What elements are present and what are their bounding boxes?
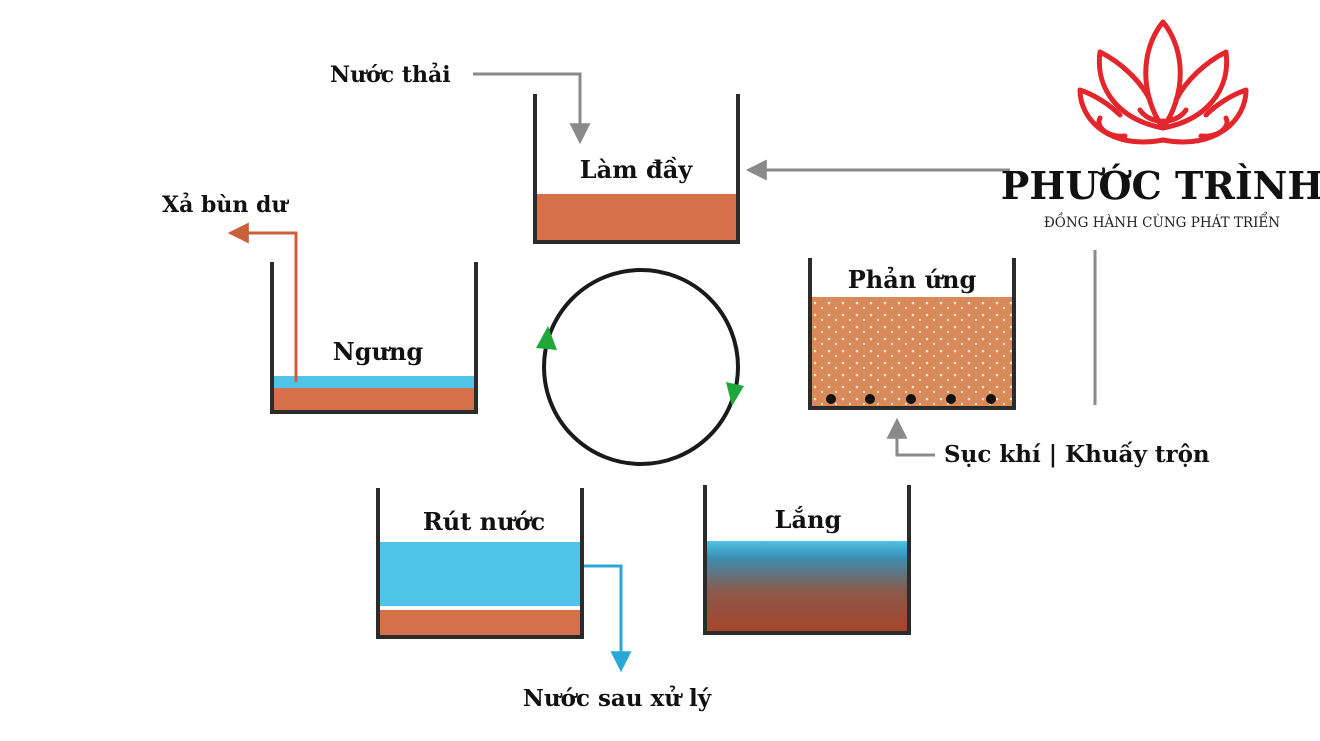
tank-settle: Lắng	[703, 485, 911, 635]
stage-label-react: Phản ứng	[848, 265, 977, 294]
treated-outflow: Nước sau xử lý	[523, 564, 712, 712]
sludge-discharge: Xả bùn dư	[162, 192, 298, 382]
diffuser	[986, 394, 996, 404]
diffuser	[865, 394, 875, 404]
lotus-icon	[1077, 19, 1249, 145]
aerator-diffusers	[826, 394, 996, 404]
tank-react: Phản ứng	[808, 258, 1016, 410]
label-sludge-discharge: Xả bùn dư	[162, 192, 289, 218]
tank-settle-gradient	[706, 541, 908, 632]
diffuser	[826, 394, 836, 404]
stage-label-fill: Làm đầy	[580, 155, 694, 184]
cycle-indicator	[536, 268, 744, 466]
brand-tagline: ĐỒNG HÀNH CÙNG PHÁT TRIỂN	[1044, 213, 1280, 231]
brand-name: PHƯỚC TRÌNH	[1001, 163, 1320, 208]
tank-react-walls	[808, 258, 1016, 410]
label-wastewater: Nước thải	[330, 62, 451, 88]
label-aeration: Sục khí | Khuấy trộn	[944, 441, 1210, 468]
wastewater-inflow: Nước thải	[330, 62, 591, 145]
cycle-arrow-up-icon	[536, 326, 557, 350]
diffuser	[946, 394, 956, 404]
tank-fill: Làm đầy	[533, 94, 740, 244]
tank-idle: Ngưng	[270, 262, 478, 414]
sludge-arrow	[227, 222, 298, 382]
tank-fill-walls	[533, 94, 740, 244]
label-treated-water: Nước sau xử lý	[523, 685, 712, 712]
tank-idle-water	[272, 376, 475, 388]
diffuser	[906, 394, 916, 404]
tank-idle-walls	[270, 262, 478, 414]
tank-decant: Rút nước	[376, 488, 584, 639]
aeration-input: Sục khí | Khuấy trộn	[886, 417, 1210, 468]
treated-arrow	[584, 564, 632, 673]
tank-settle-walls	[703, 485, 911, 635]
tank-decant-sludge	[379, 610, 581, 636]
cycle-arrow-down-icon	[726, 382, 744, 406]
cycle-circle	[542, 268, 740, 466]
tank-decant-walls	[376, 488, 584, 639]
aeration-arrow	[886, 417, 935, 457]
brand-logo: PHƯỚC TRÌNH ĐỒNG HÀNH CÙNG PHÁT TRIỂN	[1001, 19, 1320, 231]
stage-label-idle: Ngưng	[333, 337, 424, 366]
stage-label-decant: Rút nước	[423, 507, 545, 536]
tank-fill-sludge	[535, 194, 737, 240]
stage-label-settle: Lắng	[775, 505, 842, 534]
tank-react-mixed-liquor	[811, 297, 1012, 407]
wastewater-arrow	[473, 72, 591, 145]
aeration-return-line	[745, 159, 1097, 405]
tank-decant-water	[379, 542, 581, 606]
tank-idle-sludge	[272, 388, 475, 411]
